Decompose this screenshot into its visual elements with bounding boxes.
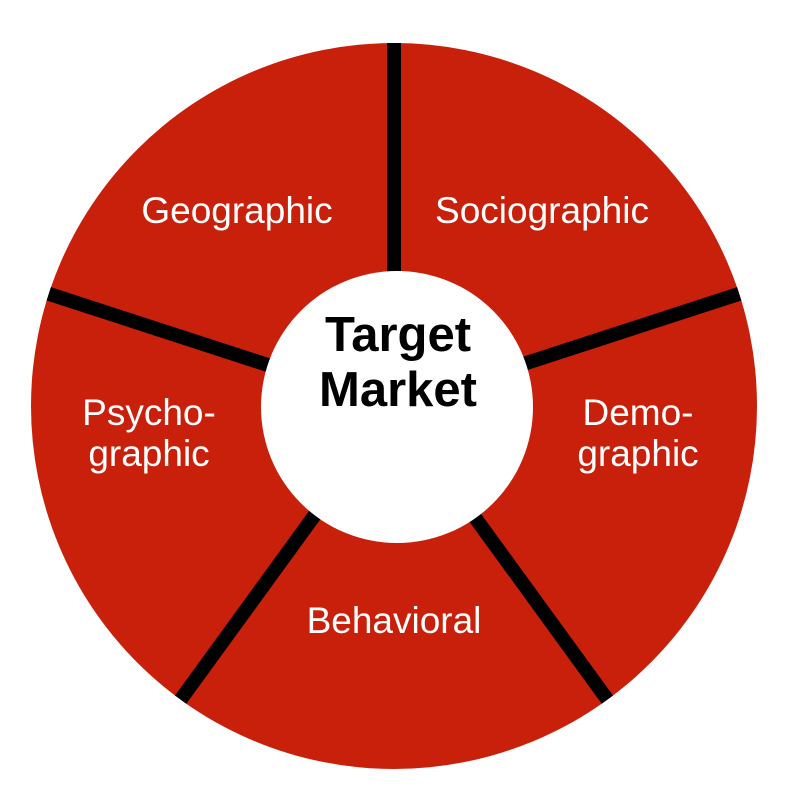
segment-label-sociographic[interactable]: Sociographic: [435, 190, 649, 231]
hub-label-target-market[interactable]: Target Market: [319, 308, 477, 418]
wheel-hub-disc: [261, 271, 533, 543]
segment-label-behavioral[interactable]: Behavioral: [306, 600, 482, 641]
segment-label-geographic[interactable]: Geographic: [141, 190, 333, 231]
segment-label-psychographic[interactable]: Psycho- graphic: [82, 392, 216, 475]
segment-label-demographic[interactable]: Demo- graphic: [577, 392, 699, 475]
divider-spokes: [46, 43, 742, 704]
